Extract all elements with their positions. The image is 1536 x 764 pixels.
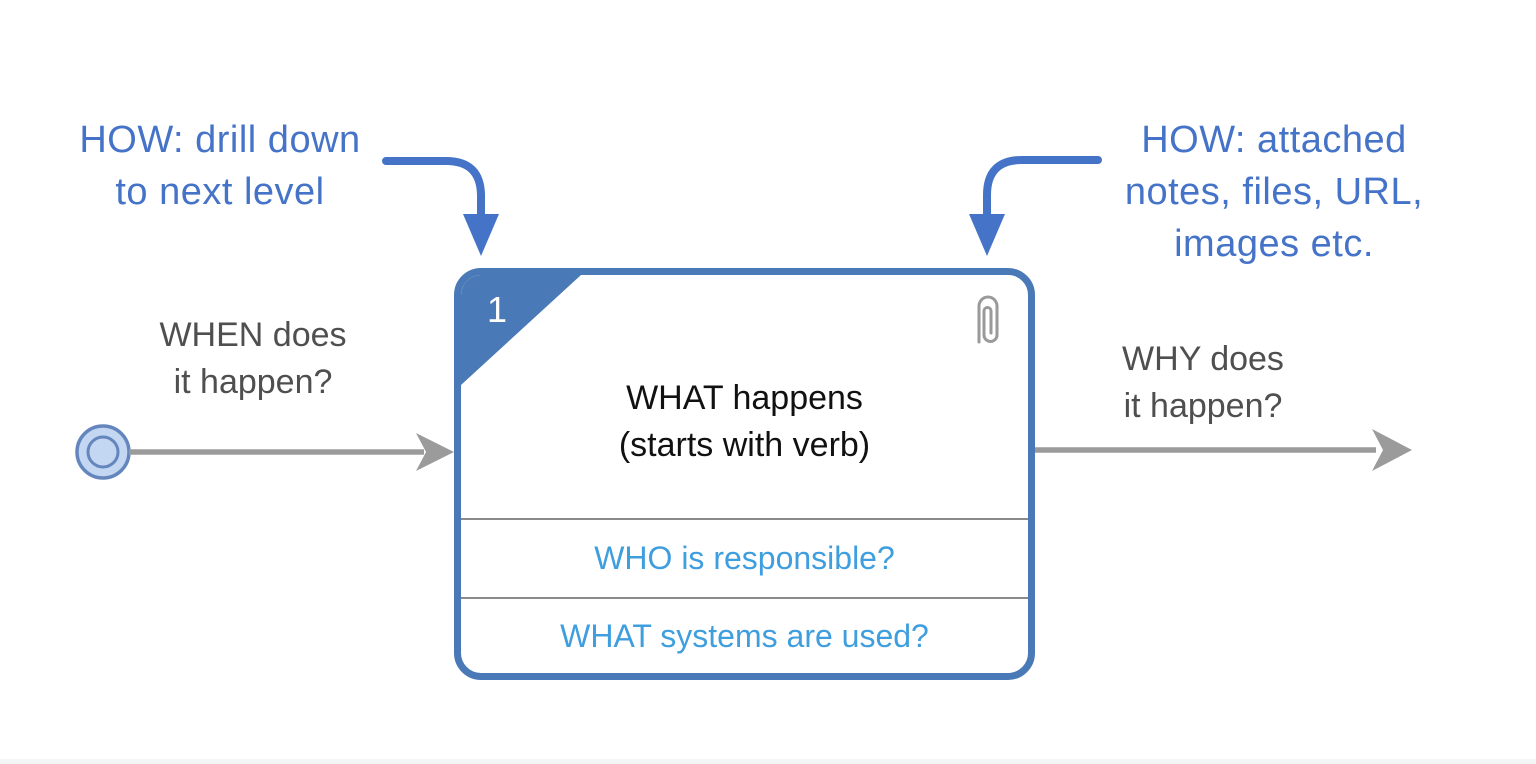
row-divider bbox=[461, 597, 1028, 599]
frame-edge bbox=[0, 759, 1536, 764]
attachment-arrow-icon bbox=[969, 156, 1102, 256]
annotation-drill-down: HOW: drill down to next level bbox=[79, 119, 361, 213]
start-event-icon bbox=[75, 424, 131, 480]
who-row: WHO is responsible? bbox=[594, 540, 895, 576]
annotation-attachments: HOW: attached notes, files, URL, images … bbox=[1124, 119, 1424, 265]
drill-down-arrow-icon bbox=[382, 157, 499, 256]
why-label: WHY does it happen? bbox=[1122, 340, 1284, 425]
systems-row: WHAT systems are used? bbox=[560, 617, 929, 654]
incoming-flow-arrow-icon bbox=[129, 433, 454, 471]
process-step-box: 1 WHAT happens (starts with verb) WHO is… bbox=[454, 268, 1035, 680]
step-number-corner bbox=[461, 275, 581, 385]
paperclip-icon bbox=[977, 295, 999, 344]
outgoing-flow-arrow-icon bbox=[1035, 429, 1412, 471]
row-divider bbox=[461, 518, 1028, 520]
step-number: 1 bbox=[487, 289, 508, 330]
step-title: WHAT happens (starts with verb) bbox=[618, 379, 871, 464]
when-label: WHEN does it happen? bbox=[159, 316, 347, 401]
